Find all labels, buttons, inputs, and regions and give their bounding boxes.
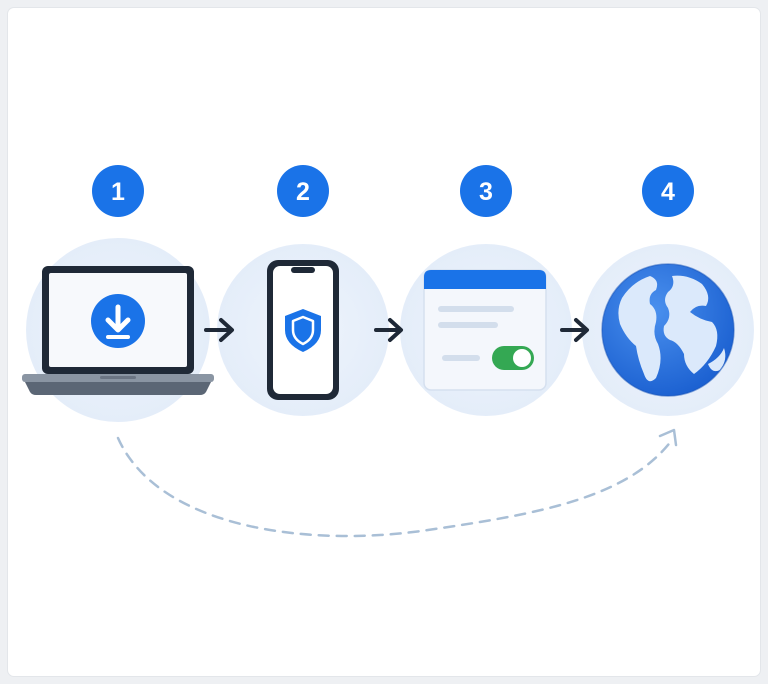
step-4-number: 4: [661, 178, 675, 206]
arrow-right-icon: [374, 318, 403, 342]
step-3-badge: 3: [460, 165, 512, 217]
step-1-number: 1: [111, 178, 125, 206]
arrow-right-icon: [204, 318, 234, 342]
settings-toggle-window-icon: [423, 269, 547, 391]
step-1-badge: 1: [92, 165, 144, 217]
dashed-return-arrow: [116, 436, 674, 538]
laptop-download-icon: [22, 266, 214, 395]
step-2-number: 2: [296, 178, 310, 206]
arrow-right-icon: [560, 318, 589, 342]
flow-diagram: 1 2 3 4: [22, 165, 754, 538]
phone-shield-icon: [267, 260, 339, 400]
step-2-badge: 2: [277, 165, 329, 217]
diagram-canvas: 1 2 3 4: [8, 8, 760, 676]
globe-icon: [601, 263, 735, 397]
step-3-number: 3: [479, 178, 493, 206]
dashed-arrow-head: [658, 428, 678, 447]
step-4-badge: 4: [642, 165, 694, 217]
